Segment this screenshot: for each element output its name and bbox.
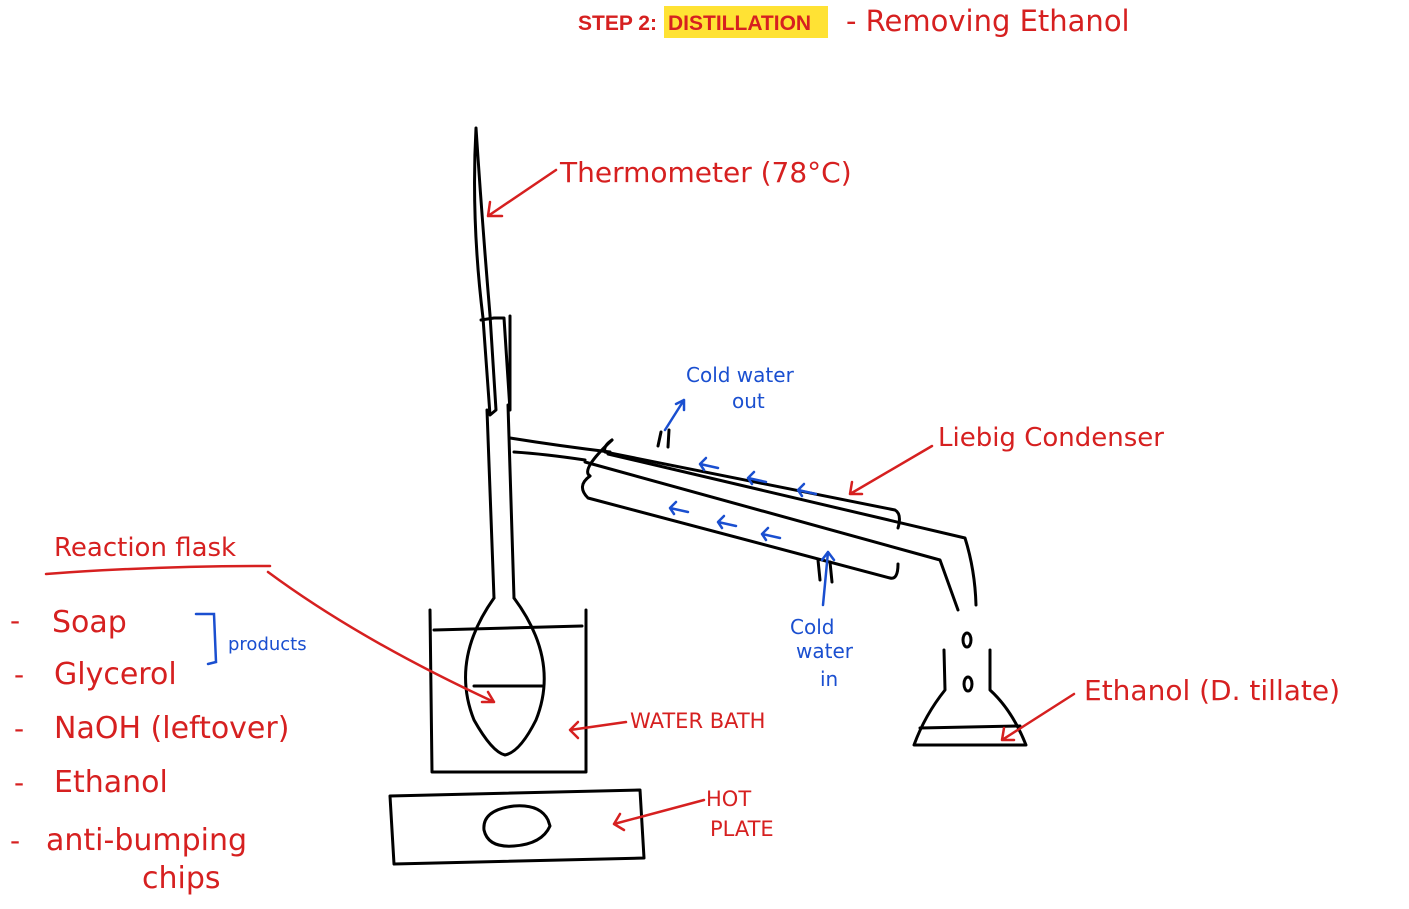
cold-water-in-arrow: [820, 550, 836, 607]
bullet: -: [14, 766, 24, 799]
ethanol-distillate-label: Ethanol (D. tillate): [1084, 674, 1340, 707]
apparatus: [388, 126, 1028, 866]
products-label: products: [228, 634, 307, 655]
hot-plate-pointer: [612, 798, 706, 832]
pointer-arrows: [44, 168, 1076, 832]
title-distillation: DISTILLATION: [668, 12, 811, 35]
cold-water-out-label-2: out: [732, 389, 765, 413]
thermometer-label: Thermometer (78°C): [559, 156, 852, 189]
water-in-port: [816, 558, 834, 584]
hot-plate-label-1: HOT: [706, 787, 751, 811]
ethanol-pointer: [1000, 692, 1076, 742]
droplet-2: [962, 675, 974, 693]
receiving-flask: [912, 648, 1028, 747]
flow-arrow-1: [698, 456, 720, 472]
bullet: -: [14, 712, 24, 745]
list-item: Glycerol: [54, 657, 177, 692]
flow-arrow-2: [746, 470, 768, 486]
bullet: -: [14, 658, 24, 691]
title-subtitle: - Removing Ethanol: [846, 4, 1130, 38]
title-highlight: [664, 6, 828, 38]
title: STEP 2: DISTILLATION - Removing Ethanol: [578, 4, 1130, 38]
flow-arrow-5: [716, 514, 738, 530]
condenser-jacket: [581, 438, 901, 580]
condenser-inner-tube: [583, 452, 978, 612]
reaction-flask-heading: Reaction flask: [54, 533, 236, 563]
thermometer-body: [473, 126, 498, 417]
list-item: chips: [142, 861, 221, 896]
reaction-flask-underline: [44, 564, 272, 576]
title-step: STEP 2:: [578, 12, 657, 35]
cold-water-out-label-1: Cold water: [686, 363, 795, 387]
cold-water-in-label-1: Cold: [790, 615, 834, 639]
liebig-pointer: [848, 444, 934, 496]
list-item: Ethanol: [54, 765, 168, 800]
water-bath: [428, 608, 588, 774]
liebig-label: Liebig Condenser: [938, 423, 1164, 453]
annotations: Thermometer (78°C) Liebig Condenser Cold…: [54, 156, 1340, 841]
water-bath-surface: [432, 624, 584, 632]
reaction-flask: [464, 596, 546, 757]
still-head-adapter: [479, 314, 512, 412]
water-bath-label: WATER BATH: [630, 709, 765, 733]
cold-water-in-label-2: water: [796, 639, 854, 663]
flow-arrow-3: [796, 482, 818, 498]
condenser-jacket-left: [586, 438, 614, 478]
droplet-1: [961, 631, 973, 649]
side-arm-top: [508, 436, 612, 454]
products-bracket: [194, 612, 218, 666]
side-arm-bottom: [512, 450, 587, 462]
bullet: -: [10, 604, 20, 637]
hot-plate: [388, 788, 646, 866]
flask-neck: [485, 403, 516, 600]
cold-water-in-label-3: in: [820, 667, 838, 691]
list-item: anti-bumping: [46, 823, 247, 858]
list-item: Soap: [52, 605, 127, 640]
hot-plate-knob: [482, 804, 552, 848]
list-item: NaOH (leftover): [54, 711, 289, 746]
receiving-flask-liquid: [918, 724, 1022, 730]
flow-arrow-6: [760, 526, 782, 542]
flow-arrows: [663, 398, 836, 607]
water-out-port: [656, 428, 671, 449]
flask-contents-list: - Soap - Glycerol - NaOH (leftover) - Et…: [10, 604, 289, 896]
bullet: -: [10, 824, 20, 857]
cold-water-out-arrow: [663, 398, 686, 432]
hot-plate-label-2: PLATE: [710, 817, 774, 841]
reaction-flask-pointer: [266, 570, 496, 704]
thermometer-pointer: [486, 168, 558, 218]
flow-arrow-4: [668, 500, 690, 516]
water-bath-pointer: [568, 720, 628, 740]
